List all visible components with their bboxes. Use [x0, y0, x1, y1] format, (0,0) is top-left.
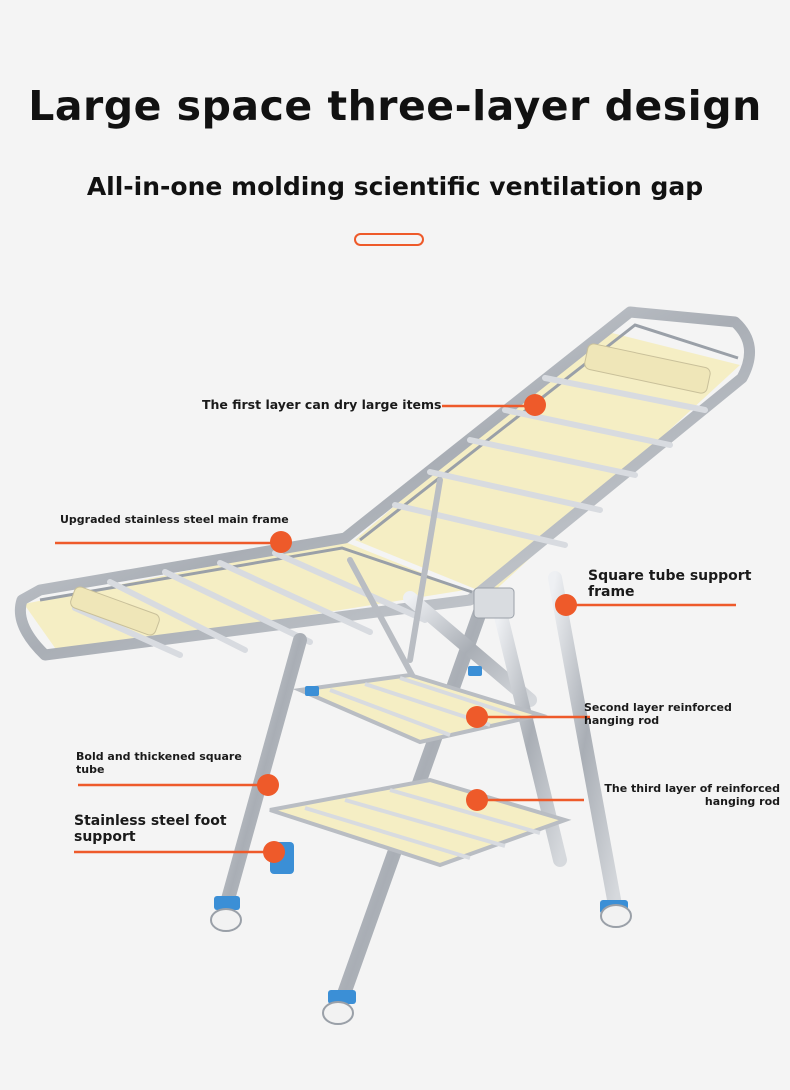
caster-wheel [210, 908, 242, 932]
callout-third-layer: The third layer of reinforced hanging ro… [604, 782, 780, 808]
caster-wheel [600, 904, 632, 928]
callout-bold-tube: Bold and thickened square tube [76, 750, 242, 776]
caster-wheel [322, 1001, 354, 1025]
page-subtitle: All-in-one molding scientific ventilatio… [86, 172, 704, 201]
cross-brace [407, 477, 443, 663]
right-rod [427, 469, 603, 513]
callout-main-frame: Upgraded stainless steel main frame [60, 513, 289, 526]
callout-dot [263, 841, 285, 863]
top-frame [14, 306, 756, 661]
right-rod [467, 437, 638, 478]
decorative-pill-divider [354, 233, 424, 246]
left-rod [72, 605, 183, 658]
blue-joint [468, 666, 482, 676]
left-rod [107, 579, 248, 653]
callout-second-layer: Second layer reinforced hanging rod [584, 701, 732, 727]
third-rod [389, 788, 541, 835]
left-rod [272, 550, 428, 623]
callout-dot [555, 594, 577, 616]
callout-square-tube: Square tube support frame [588, 568, 752, 601]
callout-first-layer: The first layer can dry large items [202, 397, 442, 412]
blue-joint [305, 686, 319, 696]
right-rod [502, 407, 673, 448]
page-title: Large space three-layer design [28, 82, 762, 130]
right-hanger-bar [584, 343, 711, 394]
third-rod [344, 798, 506, 848]
callout-foot-support: Stainless steel foot support [74, 813, 227, 846]
third-rod [304, 806, 471, 860]
second-rod [329, 688, 451, 737]
cross-brace [347, 557, 423, 693]
hinge-plate [473, 587, 515, 619]
second-rod [399, 676, 521, 719]
callout-dot [270, 531, 292, 553]
left-rod [162, 569, 313, 645]
top-frame-inner [39, 546, 473, 602]
front-left-leg [218, 633, 307, 917]
rear-right-leg [548, 571, 622, 912]
right-rod [392, 502, 568, 548]
callout-dot [466, 789, 488, 811]
blue-joint [328, 990, 356, 1004]
callout-dot [524, 394, 546, 416]
left-rod [217, 560, 373, 635]
left-hanger-bar [70, 586, 160, 636]
callout-dot [257, 774, 279, 796]
right-rod [542, 375, 708, 413]
right-frame-inner [359, 323, 739, 542]
callout-dot [466, 706, 488, 728]
blue-joint [214, 896, 240, 910]
